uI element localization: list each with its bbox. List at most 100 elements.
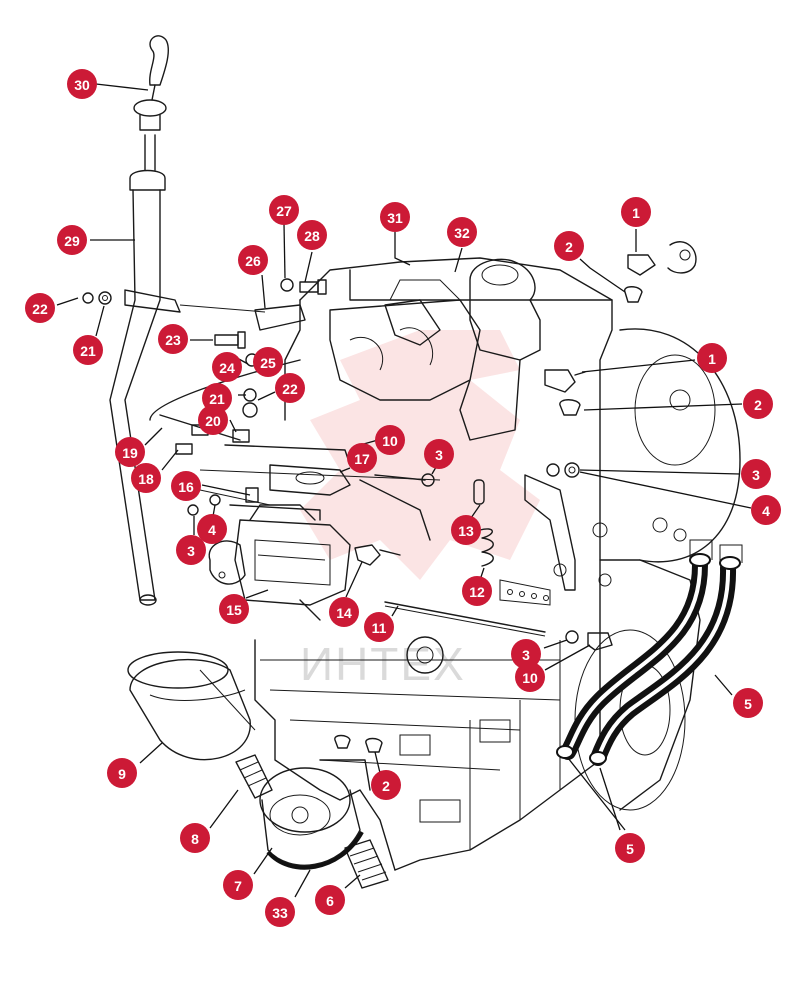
callout-2: 2 bbox=[743, 389, 773, 419]
callout-badge-circle bbox=[511, 639, 541, 669]
callout-number: 14 bbox=[336, 605, 352, 621]
callout-badge-circle bbox=[380, 202, 410, 232]
small-fittings bbox=[82, 241, 697, 753]
callout-3: 3 bbox=[511, 639, 541, 669]
callout-4: 4 bbox=[197, 514, 227, 544]
callout-16: 16 bbox=[171, 471, 201, 501]
callout-badge-circle bbox=[371, 770, 401, 800]
callout-18: 18 bbox=[131, 463, 161, 493]
callout-number: 28 bbox=[304, 228, 320, 244]
callout-number: 2 bbox=[754, 397, 762, 413]
callout-number: 4 bbox=[208, 522, 216, 538]
callout-28: 28 bbox=[297, 220, 327, 250]
coolant-hoses bbox=[556, 539, 743, 766]
callout-badge-circle bbox=[265, 897, 295, 927]
callout-badge-circle bbox=[73, 335, 103, 365]
callout-10: 10 bbox=[375, 425, 405, 455]
callout-badge-circle bbox=[171, 471, 201, 501]
callout-badge-circle bbox=[275, 373, 305, 403]
callout-badge-circle bbox=[269, 195, 299, 225]
callout-number: 11 bbox=[372, 620, 387, 636]
callout-25: 25 bbox=[253, 347, 283, 377]
callout-number: 21 bbox=[209, 391, 225, 407]
callout-badge-circle bbox=[621, 197, 651, 227]
fuel-pump-assembly bbox=[149, 359, 441, 621]
callout-29: 29 bbox=[57, 225, 87, 255]
callout-number: 24 bbox=[219, 360, 235, 376]
callout-number: 18 bbox=[138, 471, 154, 487]
callout-27: 27 bbox=[269, 195, 299, 225]
callout-badge-circle bbox=[615, 833, 645, 863]
callout-1: 1 bbox=[697, 343, 727, 373]
callout-number: 2 bbox=[382, 778, 390, 794]
callout-14: 14 bbox=[329, 597, 359, 627]
callout-badge-circle bbox=[741, 459, 771, 489]
callout-31: 31 bbox=[380, 202, 410, 232]
callout-number: 25 bbox=[260, 355, 276, 371]
callout-1: 1 bbox=[621, 197, 651, 227]
callout-20: 20 bbox=[198, 405, 228, 435]
callout-12: 12 bbox=[462, 576, 492, 606]
callout-22: 22 bbox=[25, 293, 55, 323]
callout-number: 7 bbox=[234, 878, 242, 894]
callout-number: 15 bbox=[226, 602, 242, 618]
callout-badge-circle bbox=[347, 443, 377, 473]
callout-badge-circle bbox=[180, 823, 210, 853]
callout-17: 17 bbox=[347, 443, 377, 473]
dipstick-assembly bbox=[109, 35, 266, 606]
callout-badge-circle bbox=[315, 885, 345, 915]
callout-badge-circle bbox=[197, 514, 227, 544]
callout-6: 6 bbox=[315, 885, 345, 915]
callout-number: 1 bbox=[632, 205, 640, 221]
callout-number: 10 bbox=[382, 433, 398, 449]
callout-10: 10 bbox=[515, 662, 545, 692]
callout-badge-circle bbox=[25, 293, 55, 323]
callout-number: 8 bbox=[191, 831, 199, 847]
callout-number: 31 bbox=[387, 210, 403, 226]
callout-15: 15 bbox=[219, 594, 249, 624]
callout-number: 16 bbox=[178, 479, 194, 495]
callout-badge-circle bbox=[424, 439, 454, 469]
callout-21: 21 bbox=[73, 335, 103, 365]
callout-number: 6 bbox=[326, 893, 334, 909]
callout-number: 30 bbox=[74, 77, 90, 93]
callout-number: 22 bbox=[282, 381, 298, 397]
callout-number: 2 bbox=[565, 239, 573, 255]
callout-badge-circle bbox=[697, 343, 727, 373]
callout-7: 7 bbox=[223, 870, 253, 900]
callout-32: 32 bbox=[447, 217, 477, 247]
callout-number: 5 bbox=[744, 696, 752, 712]
callout-badge-circle bbox=[364, 612, 394, 642]
callout-23: 23 bbox=[158, 324, 188, 354]
callout-badge-circle bbox=[115, 437, 145, 467]
engine-block bbox=[254, 257, 741, 871]
callout-badge-circle bbox=[451, 515, 481, 545]
callout-number: 12 bbox=[469, 584, 485, 600]
callout-badge-circle bbox=[176, 535, 206, 565]
callout-number: 26 bbox=[245, 253, 261, 269]
callout-2: 2 bbox=[371, 770, 401, 800]
callout-number: 3 bbox=[187, 543, 195, 559]
callout-number: 22 bbox=[32, 301, 48, 317]
callout-badge-circle bbox=[297, 220, 327, 250]
callout-badge-circle bbox=[329, 597, 359, 627]
callout-number: 23 bbox=[165, 332, 181, 348]
callout-badge-circle bbox=[158, 324, 188, 354]
callout-2: 2 bbox=[554, 231, 584, 261]
callout-badge-circle bbox=[198, 405, 228, 435]
callout-number: 27 bbox=[276, 203, 292, 219]
callout-number: 10 bbox=[522, 670, 538, 686]
callout-badge-circle bbox=[57, 225, 87, 255]
callout-number: 19 bbox=[122, 445, 138, 461]
callout-number: 3 bbox=[752, 467, 760, 483]
leader-lines bbox=[56, 83, 752, 898]
watermark-text: ИНТЕХ bbox=[300, 638, 466, 690]
watermark-emblem bbox=[300, 330, 540, 580]
callout-number: 29 bbox=[64, 233, 80, 249]
callout-badge-circle bbox=[743, 389, 773, 419]
callout-33: 33 bbox=[265, 897, 295, 927]
callout-badge-circle bbox=[375, 425, 405, 455]
callout-number: 5 bbox=[626, 841, 634, 857]
callout-number: 9 bbox=[118, 766, 126, 782]
